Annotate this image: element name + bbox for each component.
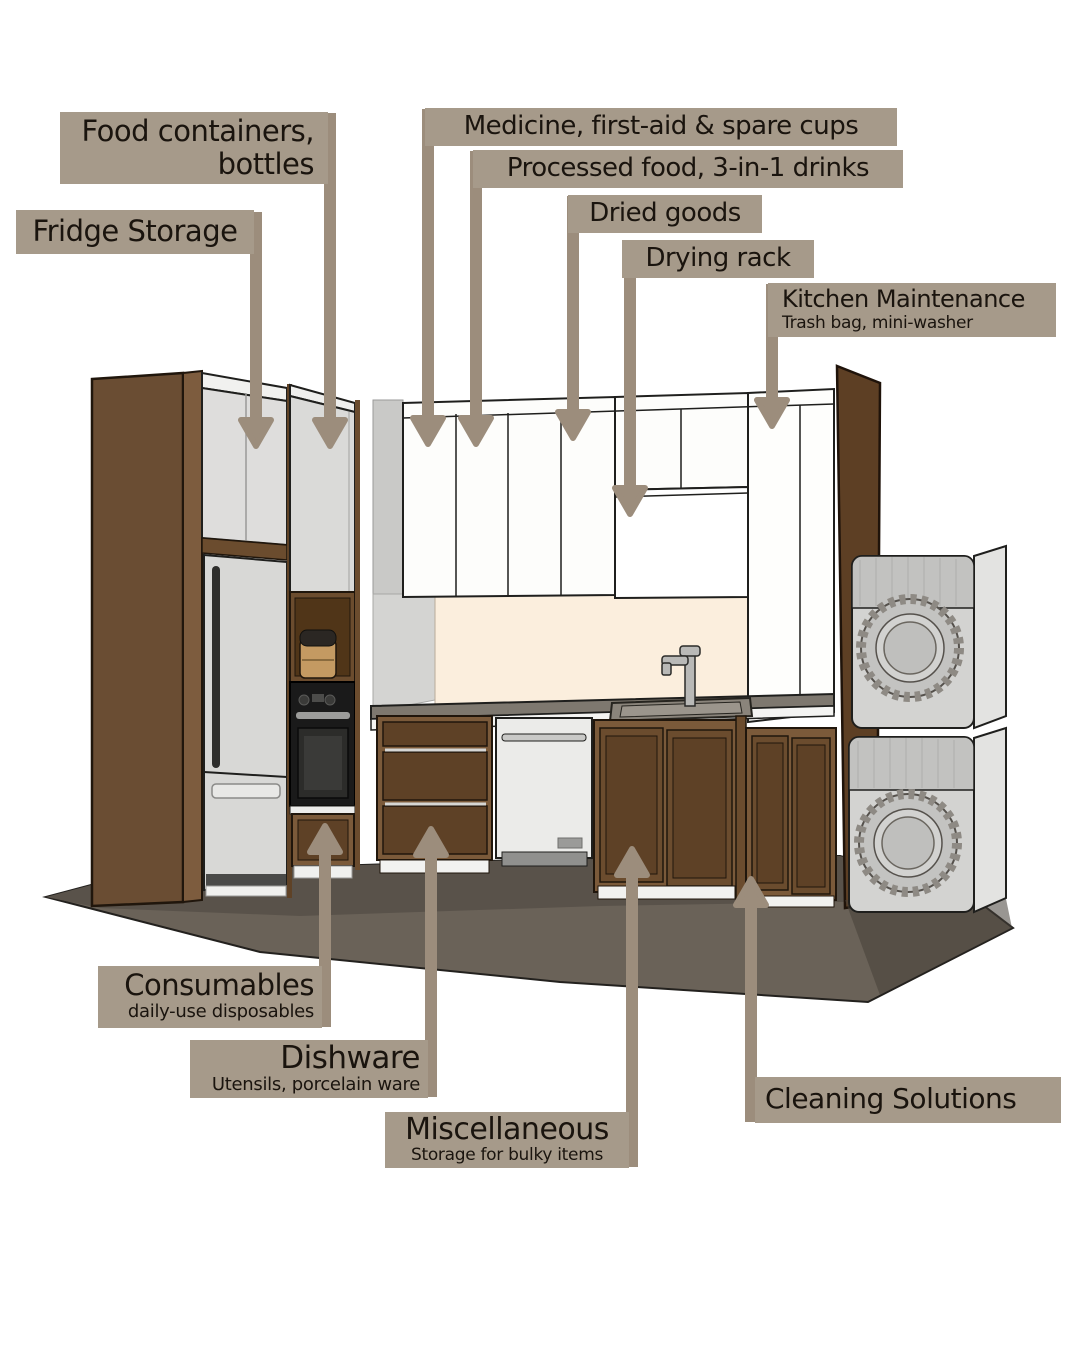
label-consumables: Consumables daily-use disposables: [98, 966, 322, 1028]
label-text: Processed food, 3-in-1 drinks: [506, 153, 870, 183]
washer-shadow: [845, 894, 1012, 995]
base-drawer-unit: [376, 715, 493, 874]
label-miscellaneous: Miscellaneous Storage for bulky items: [385, 1112, 629, 1168]
label-text: bottles: [217, 147, 315, 181]
label-food-containers: Food containers, bottles: [60, 112, 328, 184]
arrow-cleaning-solutions: [733, 876, 769, 1122]
tower-right-stile: [355, 400, 360, 870]
arrow-drying-rack: [612, 241, 648, 517]
fridge: [203, 553, 288, 897]
washer-stack: [845, 544, 1012, 995]
wall-corner: [372, 399, 436, 713]
cabinet-filler-post: [735, 715, 747, 903]
cleaning-base-cabinet: [745, 727, 837, 908]
label-text: Cleaning Solutions: [765, 1082, 1017, 1115]
label-text: Fridge Storage: [32, 214, 238, 248]
label-text: Kitchen Maintenance: [782, 285, 1025, 313]
pantry-unit: [90, 369, 292, 908]
arrow-dishware: [413, 826, 449, 1097]
pantry-side-panel: [90, 371, 185, 908]
faucet: [661, 645, 701, 707]
label-subtext: Storage for bulky items: [410, 1145, 604, 1165]
washer-bottom: [848, 726, 1007, 914]
label-text: Drying rack: [645, 243, 791, 273]
appliance-shelf: [289, 591, 356, 683]
label-fridge-storage: Fridge Storage: [16, 210, 254, 254]
arrow-medicine: [410, 109, 446, 447]
arrow-miscellaneous: [614, 846, 650, 1167]
label-text: Dishware: [280, 1040, 420, 1076]
label-medicine: Medicine, first-aid & spare cups: [425, 108, 897, 146]
label-subtext: Utensils, porcelain ware: [211, 1074, 420, 1095]
label-text: Medicine, first-aid & spare cups: [463, 111, 859, 141]
label-text: Consumables: [124, 968, 314, 1002]
arrow-processed-food: [458, 151, 494, 447]
oven-tower: [289, 383, 360, 879]
rice-cooker: [299, 629, 337, 679]
label-text: Miscellaneous: [405, 1112, 609, 1147]
maintenance-cabinet: [747, 387, 835, 724]
label-subtext: Trash bag, mini-washer: [782, 313, 973, 333]
label-processed-food: Processed food, 3-in-1 drinks: [473, 150, 903, 188]
sink: [608, 696, 754, 723]
arrow-fridge-storage: [238, 212, 274, 449]
label-text: Food containers,: [81, 114, 315, 148]
label-text: Dried goods: [589, 198, 741, 228]
label-drying-rack: Drying rack: [622, 240, 814, 278]
pantry-upper-doors: [201, 386, 288, 547]
backsplash: [434, 594, 749, 714]
arrow-consumables: [307, 823, 343, 1027]
label-subtext: daily-use disposables: [127, 1001, 314, 1022]
oven: [289, 681, 356, 807]
dishwasher: [495, 717, 593, 867]
label-dried-goods: Dried goods: [568, 195, 762, 233]
washer-top: [851, 544, 1007, 730]
label-dishware: Dishware Utensils, porcelain ware: [190, 1040, 428, 1098]
upper-cabinets: [402, 387, 835, 724]
label-kitchen-maintenance: Kitchen Maintenance Trash bag, mini-wash…: [768, 283, 1056, 337]
label-cleaning-solutions: Cleaning Solutions: [755, 1077, 1061, 1123]
arrow-food-containers: [312, 113, 348, 449]
